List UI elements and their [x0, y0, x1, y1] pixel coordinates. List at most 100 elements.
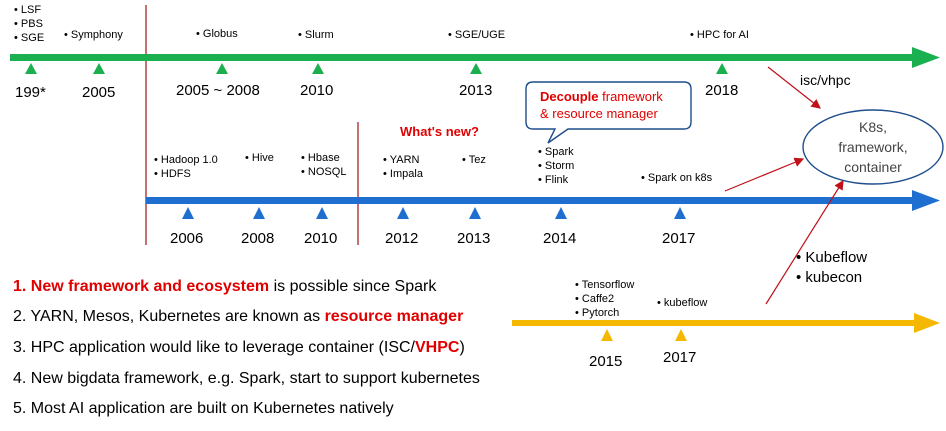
bigdata-tick [674, 207, 686, 219]
decouple-callout: Decouple framework & resource manager [525, 81, 692, 144]
hpc-item: Globus [203, 28, 238, 40]
callout-bold: Decouple [540, 89, 599, 104]
bigdata-item: Flink [545, 174, 569, 186]
bigdata-timeline-bar [146, 197, 915, 204]
hpc-tick [93, 63, 105, 74]
svg-text:• Globus: • Globus [196, 28, 238, 40]
hpc-tick [216, 63, 228, 74]
bigdata-tick [469, 207, 481, 219]
hpc-item: Slurm [305, 29, 334, 41]
svg-text:• Hadoop 1.0: • Hadoop 1.0 [154, 154, 218, 166]
ai-timeline-arrowhead [914, 313, 940, 333]
bigdata-tick [555, 207, 567, 219]
bigdata-tick [182, 207, 194, 219]
svg-text:• Symphony: • Symphony [64, 29, 123, 41]
bigdata-tick [253, 207, 265, 219]
svg-text:Decouple framework: Decouple framework [540, 89, 663, 104]
ai-timeline: • Tensorflow • Caffe2 • Pytorch • kubefl… [512, 279, 940, 370]
svg-text:• Kubeflow: • Kubeflow [796, 249, 867, 266]
ai-tick [601, 329, 613, 341]
svg-text:• Spark: • Spark [538, 146, 574, 158]
ellipse-line: container [844, 159, 902, 175]
hpc-year: 2010 [300, 82, 333, 99]
hpc-item: LSF [21, 4, 41, 16]
bigdata-timeline: • Hadoop 1.0 • HDFS • Hive • Hbase • NOS… [146, 146, 940, 247]
svg-text:• Storm: • Storm [538, 160, 574, 172]
note-4: 4. New bigdata framework, e.g. Spark, st… [13, 370, 480, 387]
bigdata-tick [397, 207, 409, 219]
hpc-year: 199* [15, 84, 46, 101]
hpc-item: SGE/UGE [455, 29, 505, 41]
svg-text:• Hive: • Hive [245, 152, 274, 164]
hpc-item: PBS [21, 18, 43, 30]
svg-text:• Caffe2: • Caffe2 [575, 293, 614, 305]
kube-bullet: Kubeflow [805, 249, 867, 266]
hpc-timeline: • LSF • PBS • SGE • Symphony • Globus • … [10, 4, 940, 101]
bigdata-item: Hbase [308, 152, 340, 164]
bigdata-year: 2010 [304, 230, 337, 247]
bigdata-tick [316, 207, 328, 219]
ellipse-line: K8s, [859, 119, 887, 135]
callout-text-2: & resource manager [540, 106, 658, 121]
hpc-tick [312, 63, 324, 74]
hpc-tick [716, 63, 728, 74]
note-2: 2. YARN, Mesos, Kubernetes are known as … [13, 308, 463, 325]
svg-text:• Flink: • Flink [538, 174, 569, 186]
hpc-year: 2005 ~ 2008 [176, 82, 260, 99]
svg-text:• NOSQL: • NOSQL [301, 166, 346, 178]
svg-text:• HDFS: • HDFS [154, 168, 191, 180]
bigdata-to-k8s-arrow [724, 157, 805, 192]
ai-year: 2017 [663, 349, 696, 366]
bigdata-timeline-arrowhead [912, 190, 940, 211]
hpc-to-k8s-arrow [767, 66, 821, 109]
svg-text:• Spark on k8s: • Spark on k8s [641, 172, 713, 184]
svg-text:• SGE/UGE: • SGE/UGE [448, 29, 505, 41]
ai-item: Pytorch [582, 307, 619, 319]
bigdata-ticks [182, 207, 686, 219]
ai-year: 2015 [589, 353, 622, 370]
hpc-item: Symphony [71, 29, 123, 41]
hpc-timeline-bar [10, 54, 915, 61]
svg-text:• Slurm: • Slurm [298, 29, 334, 41]
bigdata-item: Spark on k8s [648, 172, 713, 184]
svg-text:• YARN: • YARN [383, 154, 420, 166]
svg-text:• SGE: • SGE [14, 32, 44, 44]
ai-item: Caffe2 [582, 293, 614, 305]
notes-list: 1. New framework and ecosystem is possib… [13, 278, 480, 417]
isc-vhpc-label: isc/vhpc [800, 72, 851, 88]
hpc-item: SGE [21, 32, 44, 44]
bigdata-year: 2014 [543, 230, 576, 247]
svg-text:• LSF: • LSF [14, 4, 41, 16]
bigdata-year: 2013 [457, 230, 490, 247]
svg-text:• Pytorch: • Pytorch [575, 307, 619, 319]
bigdata-item: Hadoop 1.0 [161, 154, 218, 166]
bigdata-item: YARN [390, 154, 420, 166]
ai-tick [675, 329, 687, 341]
ai-timeline-bar [512, 320, 917, 326]
hpc-year: 2013 [459, 82, 492, 99]
svg-text:• Hbase: • Hbase [301, 152, 340, 164]
svg-text:• kubeflow: • kubeflow [657, 297, 707, 309]
svg-text:• Tez: • Tez [462, 154, 486, 166]
bigdata-item: Impala [390, 168, 424, 180]
ai-item: Tensorflow [582, 279, 635, 291]
bigdata-item: Spark [545, 146, 574, 158]
hpc-tick [470, 63, 482, 74]
hpc-timeline-arrowhead [912, 47, 940, 68]
note-3: 3. HPC application would like to leverag… [13, 339, 465, 356]
hpc-item: HPC for AI [697, 29, 749, 41]
bigdata-year: 2008 [241, 230, 274, 247]
k8s-ellipse: K8s, framework, container [802, 109, 944, 185]
svg-text:• Impala: • Impala [383, 168, 424, 180]
bigdata-item: Tez [469, 154, 486, 166]
ellipse-line: framework, [838, 139, 907, 155]
bigdata-item: HDFS [161, 168, 191, 180]
svg-text:• Tensorflow: • Tensorflow [575, 279, 634, 291]
bigdata-item: Storm [545, 160, 574, 172]
bigdata-item: Hive [252, 152, 274, 164]
note-1: 1. New framework and ecosystem is possib… [13, 278, 437, 295]
note-5: 5. Most AI application are built on Kube… [13, 400, 394, 417]
ai-to-k8s-arrow [765, 179, 844, 305]
svg-text:• kubecon: • kubecon [796, 269, 862, 286]
hpc-year: 2005 [82, 84, 115, 101]
